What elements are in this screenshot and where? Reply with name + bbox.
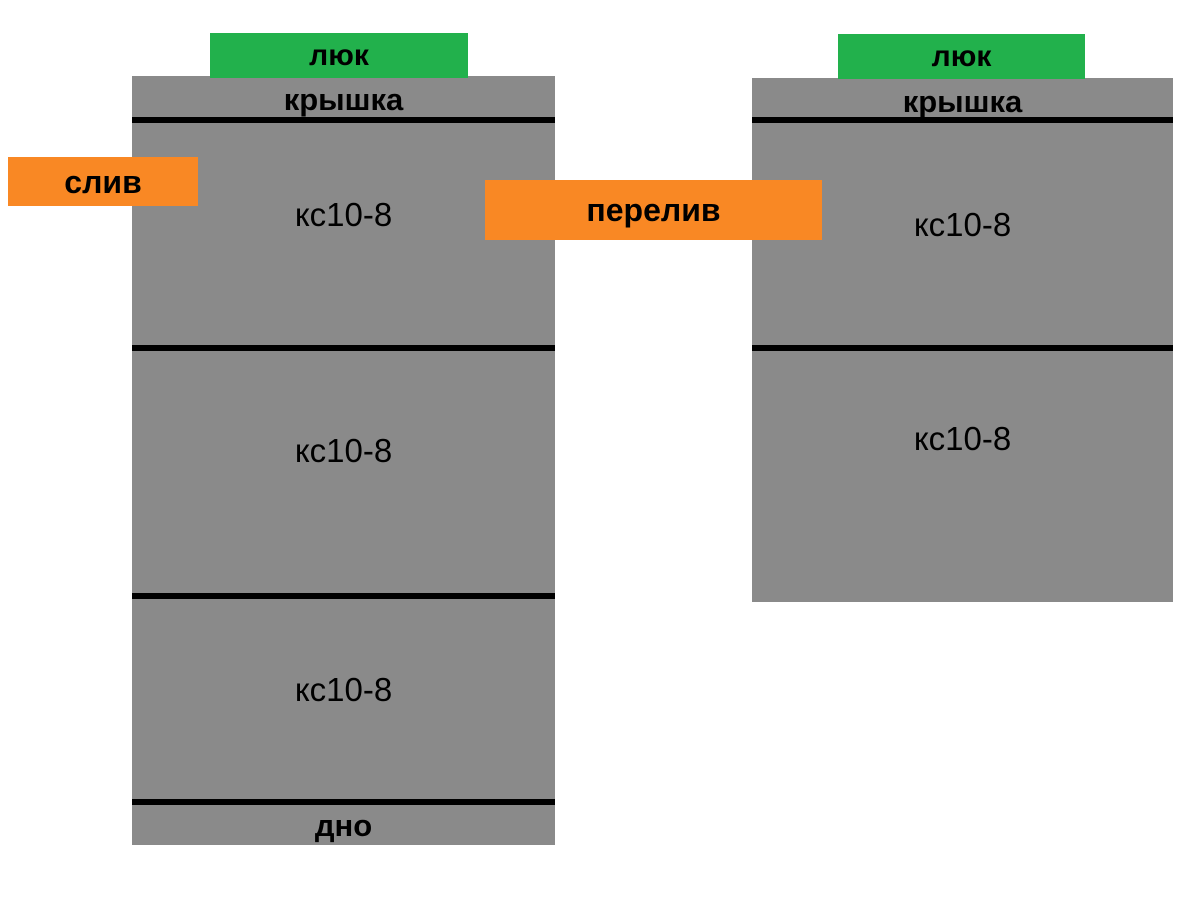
left-tank-hatch-callout: люк [210,33,468,78]
left-tank-seam-bottom [132,799,555,805]
right-tank-seam-ring-1-2 [752,345,1173,351]
overflow-pipe-callout: перелив [485,180,822,240]
right-tank-ring-1-label: кс10-8 [913,206,1012,243]
right-tank-lid-label: крышка [902,84,1023,119]
right-tank-body [752,78,1173,602]
left-tank-bottom-label: дно [314,808,373,843]
left-tank-ring-2-label: кс10-8 [294,432,393,469]
drain-pipe-callout: слив [8,157,198,206]
left-tank-seam-ring-2-3 [132,593,555,599]
left-tank-seam-lid [132,117,555,123]
left-tank-seam-ring-1-2 [132,345,555,351]
right-tank-hatch-callout: люк [838,34,1085,79]
right-tank-ring-2-label: кс10-8 [913,420,1012,457]
left-tank-body [132,76,555,845]
left-tank-ring-1-label: кс10-8 [294,196,393,233]
left-tank-lid-label: крышка [283,82,404,117]
right-tank-seam-lid [752,117,1173,123]
left-tank-ring-3-label: кс10-8 [294,671,393,708]
